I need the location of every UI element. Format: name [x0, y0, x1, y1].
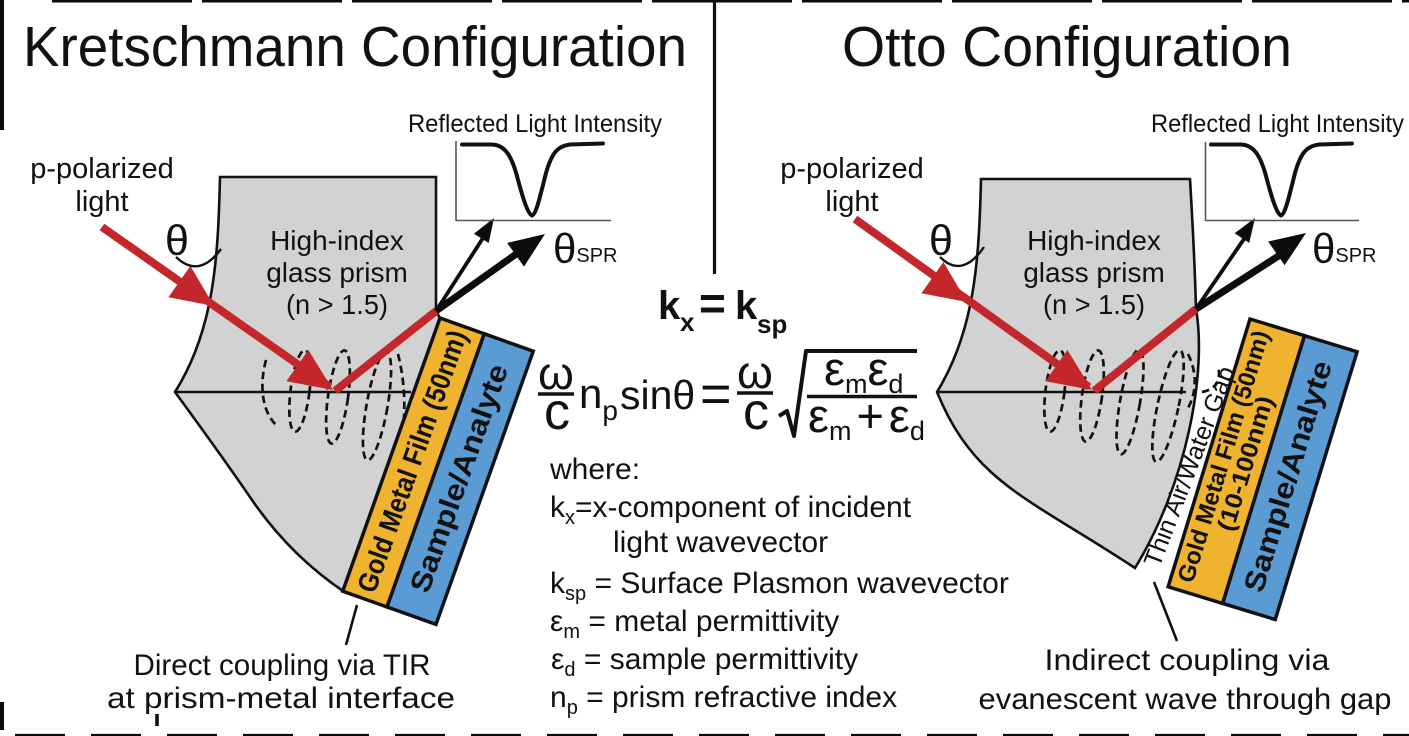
svg-text:εm+εd: εm+εd [808, 389, 925, 446]
svg-text:glass prism: glass prism [266, 257, 408, 288]
svg-text:k: k [658, 284, 681, 328]
svg-text:p-polarized: p-polarized [780, 153, 923, 185]
svg-text:=: = [699, 277, 726, 329]
svg-text:kx=x-component of incident: kx=x-component of incident [550, 491, 912, 529]
svg-text:where:: where: [549, 453, 640, 486]
svg-text:evanescent wave through gap: evanescent wave through gap [979, 683, 1392, 716]
svg-text:εd = sample permittivity: εd = sample permittivity [551, 643, 858, 681]
svg-text:light: light [825, 186, 878, 218]
svg-text:light: light [75, 186, 128, 218]
svg-text:at prism-metal interface: at prism-metal interface [107, 682, 455, 715]
svg-text:=: = [700, 364, 732, 424]
svg-text:θ: θ [929, 217, 953, 265]
svg-text:c: c [743, 383, 769, 441]
svg-text:High-index: High-index [1027, 225, 1161, 256]
svg-text:k: k [735, 284, 758, 328]
svg-text:c: c [544, 383, 570, 441]
svg-text:glass prism: glass prism [1023, 257, 1165, 288]
svg-text:ω: ω [737, 346, 773, 398]
svg-text:x: x [680, 307, 695, 337]
svg-text:sinθ: sinθ [620, 372, 695, 418]
svg-text:Reflected Light Intensity: Reflected Light Intensity [408, 110, 662, 138]
svg-text:(n > 1.5): (n > 1.5) [286, 289, 388, 320]
svg-text:Otto Configuration: Otto Configuration [842, 15, 1292, 79]
svg-text:np = prism refractive index: np = prism refractive index [550, 681, 897, 719]
svg-text:Kretschmann Configuration: Kretschmann Configuration [23, 15, 687, 79]
svg-text:High-index: High-index [270, 225, 404, 256]
svg-text:sp: sp [757, 309, 787, 339]
svg-text:(n > 1.5): (n > 1.5) [1043, 289, 1145, 320]
svg-text:εm = metal permittivity: εm = metal permittivity [550, 605, 839, 643]
svg-text:θ: θ [165, 217, 189, 265]
svg-text:Direct coupling via TIR: Direct coupling via TIR [134, 649, 431, 682]
svg-text:Indirect coupling via: Indirect coupling via [1045, 644, 1330, 677]
svg-text:light wavevector: light wavevector [613, 526, 828, 559]
svg-text:p-polarized: p-polarized [30, 153, 173, 185]
svg-text:ksp = Surface Plasmon wavevect: ksp = Surface Plasmon wavevector [550, 567, 1009, 605]
svg-text:ω: ω [538, 347, 574, 399]
svg-text:Reflected Light Intensity: Reflected Light Intensity [1151, 110, 1404, 138]
